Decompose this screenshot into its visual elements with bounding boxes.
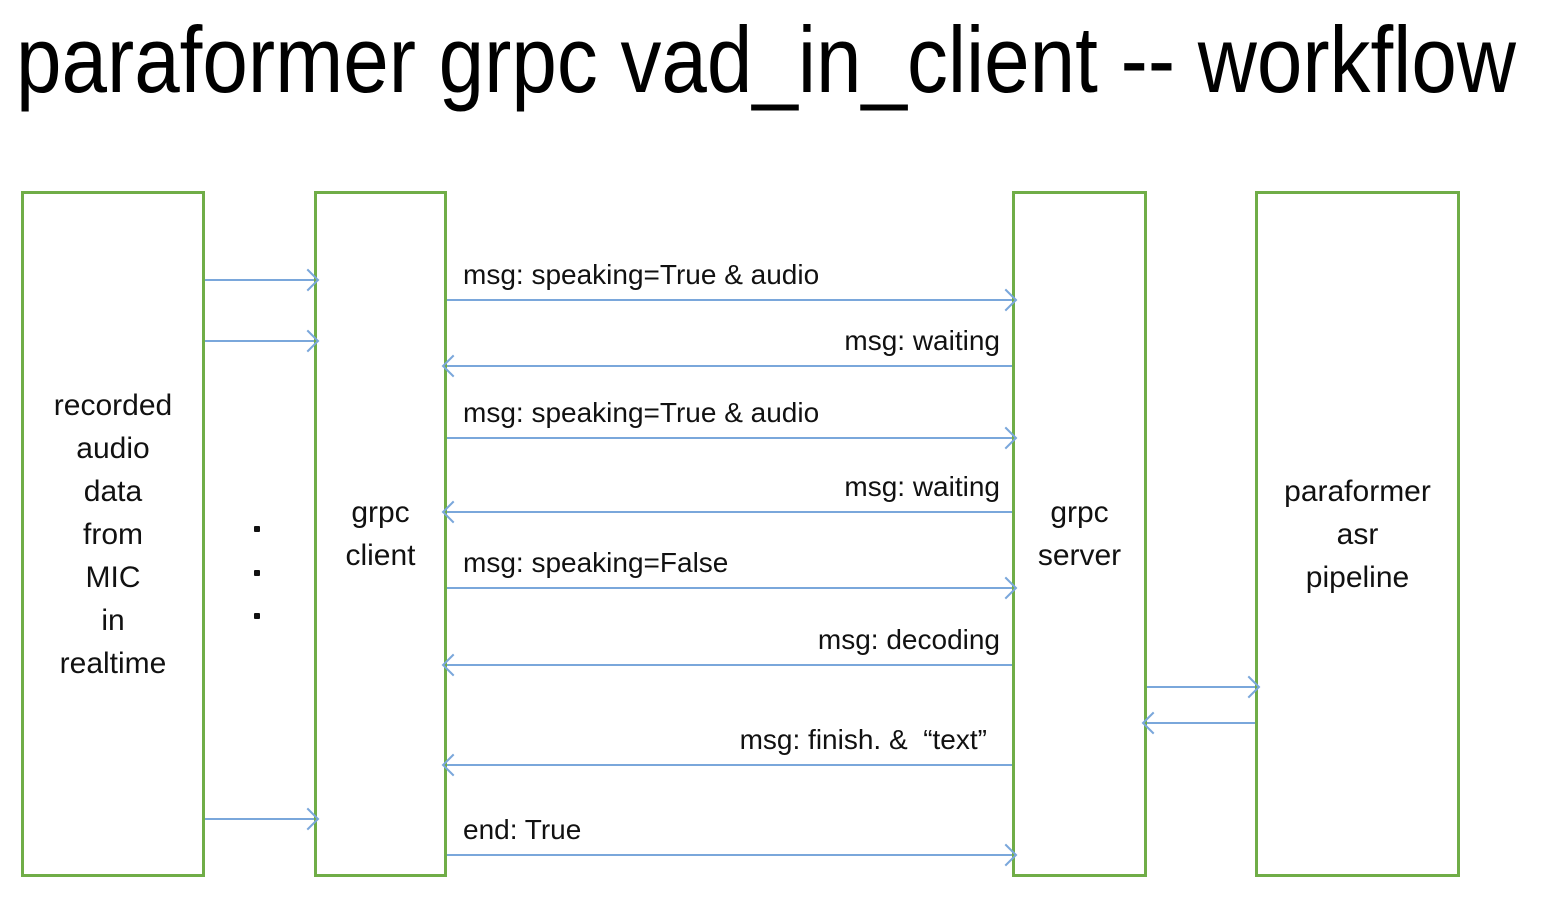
arrow-client-to-server-end <box>447 854 1012 856</box>
arrow-mic-to-client-1 <box>205 279 314 281</box>
box-grpc-client: grpc client <box>314 191 447 877</box>
ellipsis-dot <box>254 570 260 576</box>
message-label-7: msg: finish. & “text” <box>739 724 987 755</box>
arrow-client-to-server-speaking-false <box>447 587 1012 589</box>
arrow-client-to-server-speaking-2 <box>447 437 1012 439</box>
message-label-8: end: True <box>463 814 582 845</box>
message-label-2: msg: waiting <box>844 325 1000 356</box>
box-paraformer-pipeline: paraformer asr pipeline <box>1255 191 1460 877</box>
arrow-mic-to-client-3 <box>205 818 314 820</box>
message-label-4: msg: waiting <box>844 471 1000 502</box>
arrow-pipeline-to-server <box>1147 722 1255 724</box>
arrow-mic-to-client-2 <box>205 340 314 342</box>
arrow-server-to-client-waiting-2 <box>447 511 1012 513</box>
arrow-server-to-client-waiting-1 <box>447 365 1012 367</box>
message-label-1: msg: speaking=True & audio <box>463 259 820 290</box>
diagram-title: paraformer grpc vad_in_client -- workflo… <box>16 7 1516 112</box>
message-label-6: msg: decoding <box>817 624 1000 655</box>
box-paraformer-pipeline-label: paraformer asr pipeline <box>1284 474 1431 594</box>
arrow-server-to-client-finish <box>447 764 1012 766</box>
box-recorded-audio-label: recorded audio data from MIC in realtime <box>53 388 173 680</box>
box-grpc-server: grpc server <box>1012 191 1147 877</box>
box-grpc-client-label: grpc client <box>345 496 416 572</box>
message-label-3: msg: speaking=True & audio <box>463 397 820 428</box>
arrow-client-to-server-speaking-1 <box>447 299 1012 301</box>
arrow-server-to-pipeline <box>1147 686 1255 688</box>
box-recorded-audio: recorded audio data from MIC in realtime <box>21 191 205 877</box>
ellipsis-dot <box>254 613 260 619</box>
arrow-server-to-client-decoding <box>447 664 1012 666</box>
message-label-5: msg: speaking=False <box>463 547 729 578</box>
box-grpc-server-label: grpc server <box>1037 496 1122 572</box>
ellipsis-dot <box>254 526 260 532</box>
